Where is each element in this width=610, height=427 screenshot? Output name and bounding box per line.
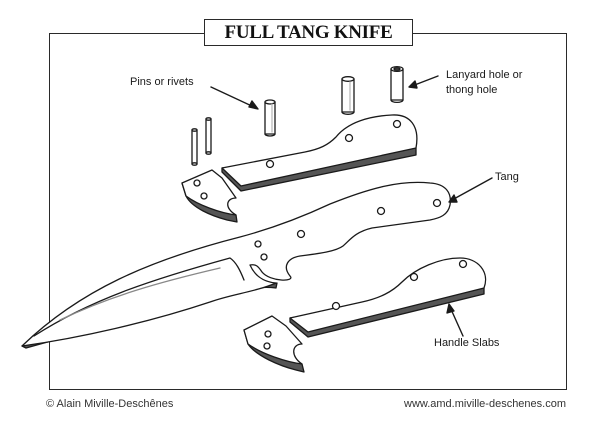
label-handle-slabs: Handle Slabs <box>434 337 500 349</box>
bottom-bolster <box>243 315 305 373</box>
diagram-title: FULL TANG KNIFE <box>204 19 413 46</box>
label-lanyard-line1: Lanyard hole or <box>446 69 523 81</box>
pin-small-left <box>191 128 198 166</box>
footer-credit: © Alain Miville-Deschênes <box>46 398 174 410</box>
pin-large-center <box>264 99 276 137</box>
knife-blade-tang <box>21 181 452 349</box>
footer-website[interactable]: www.amd.miville-deschenes.com <box>404 398 566 410</box>
label-pins-or-rivets: Pins or rivets <box>130 76 194 88</box>
top-bolster <box>181 169 238 223</box>
leader-arrows <box>210 75 493 337</box>
pins-group <box>191 65 404 166</box>
top-handle-slab <box>221 114 418 192</box>
label-lanyard-line2: thong hole <box>446 84 498 96</box>
lanyard-tube <box>390 65 404 104</box>
bottom-handle-slab <box>289 257 487 338</box>
label-tang: Tang <box>495 171 519 183</box>
pin-large-right <box>341 76 355 115</box>
pin-small-right <box>205 117 212 155</box>
